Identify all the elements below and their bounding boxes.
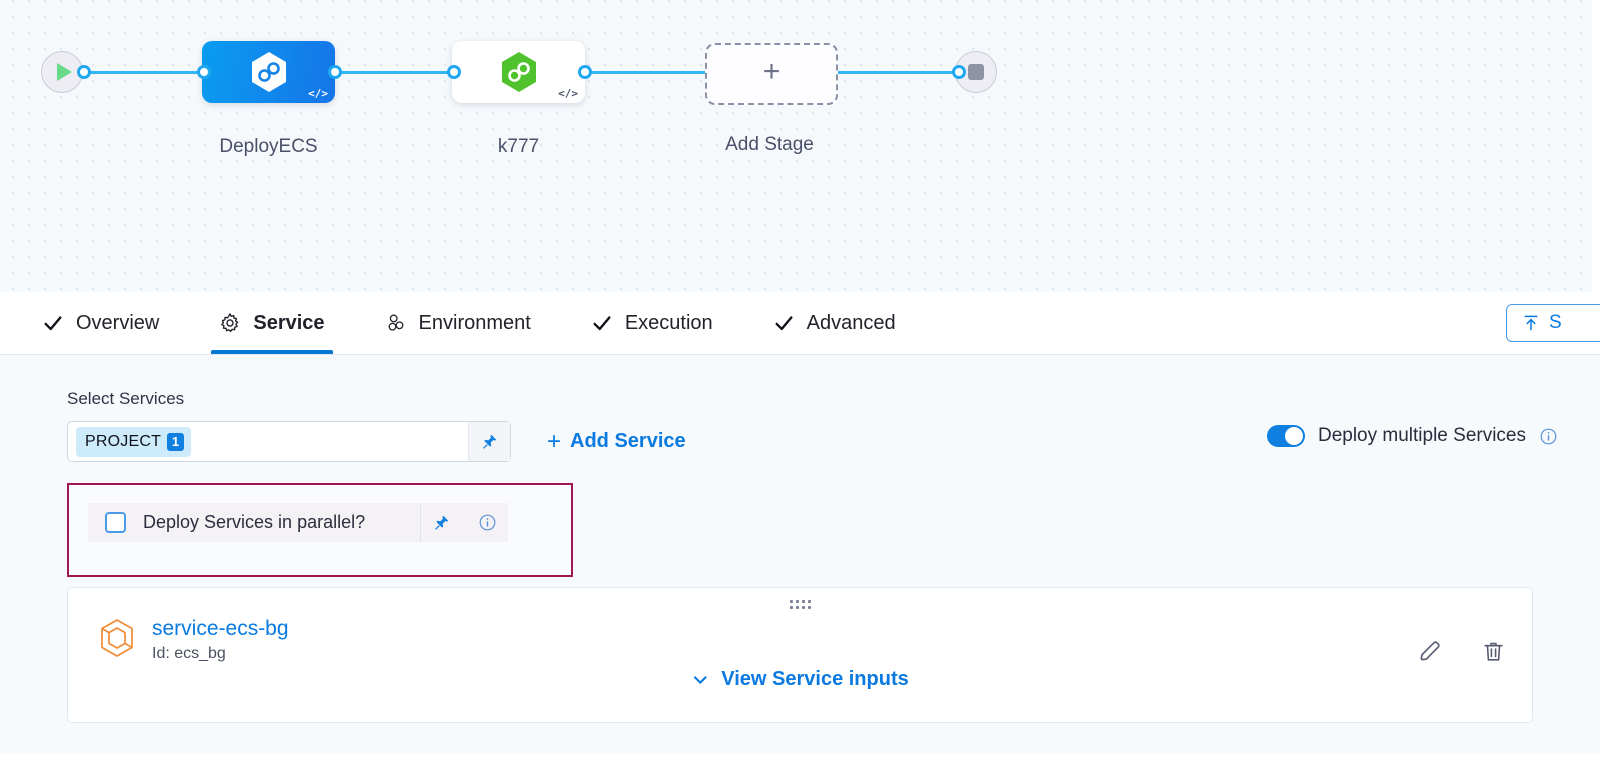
deploy-multiple-services-row[interactable]: Deploy multiple Services [1266, 425, 1558, 447]
edge-deployecs-to-k777 [332, 71, 458, 74]
save-as-template-label: S [1549, 312, 1562, 333]
stage-label-deployecs: DeployECS [219, 136, 318, 157]
harness-cd-hexagon-icon [501, 52, 536, 92]
edge-start-to-deployecs [84, 71, 206, 74]
add-service-label: Add Service [570, 430, 686, 452]
stage-tab-bar: Overview Service Environment Execution [0, 292, 1600, 355]
chevron-down-icon [693, 675, 707, 684]
tab-label: Service [253, 311, 325, 334]
add-service-button[interactable]: + Add Service [547, 427, 686, 455]
deploy-multiple-services-label: Deploy multiple Services [1317, 425, 1526, 446]
service-cube-icon [101, 619, 133, 657]
port-deployecs-in[interactable] [197, 65, 211, 79]
tab-advanced[interactable]: Advanced [765, 292, 904, 354]
pipeline-end-node[interactable] [955, 51, 997, 93]
stage-node-k777[interactable]: </> [452, 41, 585, 103]
tab-label: Execution [624, 311, 713, 334]
tab-overview[interactable]: Overview [34, 292, 167, 354]
plus-icon: + [547, 427, 562, 455]
service-select-pin-button[interactable] [468, 422, 510, 461]
trash-icon[interactable] [1481, 639, 1506, 664]
deploy-multiple-services-toggle[interactable] [1266, 425, 1305, 447]
stage-code-badge[interactable]: </> [558, 87, 578, 100]
check-icon [44, 316, 62, 331]
stop-icon [968, 64, 984, 80]
service-card: service-ecs-bg Id: ecs_bg [67, 587, 1533, 723]
deploy-parallel-row[interactable]: Deploy Services in parallel? [88, 503, 508, 542]
service-id-text: Id: ecs_bg [152, 645, 226, 663]
harness-cd-hexagon-icon [251, 52, 286, 92]
service-name-link[interactable]: service-ecs-bg [152, 617, 289, 640]
pencil-icon[interactable] [1417, 638, 1443, 664]
port-deployecs-out[interactable] [328, 65, 342, 79]
select-services-label: Select Services [67, 389, 185, 408]
info-icon[interactable] [1539, 427, 1558, 446]
plus-icon: + [762, 55, 781, 88]
check-icon [775, 316, 793, 331]
service-select-input[interactable]: PROJECT 1 [67, 421, 511, 462]
deploy-parallel-info-button[interactable] [470, 503, 504, 542]
port-start-out[interactable] [77, 65, 91, 79]
play-icon [56, 63, 72, 81]
tab-label: Overview [76, 311, 160, 334]
service-panel: Select Services PROJECT 1 + Add Service [0, 355, 1600, 754]
save-as-template-icon [1524, 315, 1538, 331]
pin-icon [483, 434, 497, 449]
tab-environment[interactable]: Environment [377, 292, 539, 354]
tab-service[interactable]: Service [211, 292, 333, 354]
pin-icon [435, 515, 449, 530]
edge-addstage-to-end [826, 71, 958, 74]
stage-code-badge[interactable]: </> [308, 87, 328, 100]
stage-node-deployecs[interactable]: </> [202, 41, 335, 103]
chip-count-badge: 1 [167, 432, 185, 451]
toggle-knob [1284, 427, 1303, 445]
deploy-parallel-pin-button[interactable] [420, 503, 462, 542]
view-service-inputs-label: View Service inputs [721, 668, 909, 690]
deploy-parallel-label: Deploy Services in parallel? [143, 512, 366, 532]
stage-label-k777: k777 [497, 136, 540, 157]
canvas-right-edge [1592, 0, 1600, 292]
edge-k777-to-addstage [582, 71, 712, 74]
port-k777-in[interactable] [447, 65, 461, 79]
add-stage-button[interactable]: + [705, 43, 838, 105]
tab-label: Advanced [806, 311, 896, 334]
service-identity: service-ecs-bg Id: ecs_bg [98, 617, 289, 663]
tab-execution[interactable]: Execution [583, 292, 721, 354]
selected-service-chip[interactable]: PROJECT 1 [76, 426, 192, 457]
drag-dots-icon[interactable] [790, 600, 811, 611]
pipeline-start-node[interactable] [41, 51, 83, 93]
deploy-parallel-highlight-box: Deploy Services in parallel? [67, 483, 573, 577]
view-service-inputs-button[interactable]: View Service inputs [691, 668, 909, 691]
pipeline-canvas[interactable]: </> DeployECS </> k777 + Add Stage [0, 0, 1600, 292]
add-stage-label: Add Stage [725, 134, 814, 155]
environment-cluster-icon [388, 314, 403, 331]
deploy-parallel-checkbox[interactable] [105, 512, 126, 533]
select-services-row: PROJECT 1 + Add Service [67, 421, 1600, 462]
port-end-in[interactable] [952, 65, 966, 79]
check-icon [593, 316, 611, 331]
chip-label: PROJECT [85, 432, 162, 450]
save-as-template-button[interactable]: S [1506, 304, 1600, 342]
port-k777-out[interactable] [578, 65, 592, 79]
info-icon [479, 514, 495, 531]
tab-label: Environment [418, 311, 531, 334]
gear-icon [221, 313, 239, 333]
service-card-actions [1417, 638, 1506, 664]
